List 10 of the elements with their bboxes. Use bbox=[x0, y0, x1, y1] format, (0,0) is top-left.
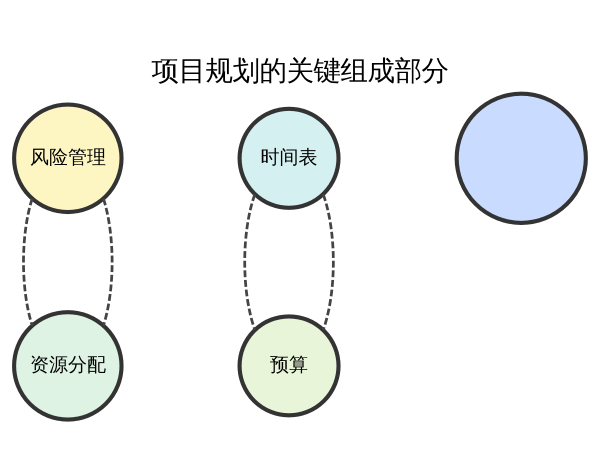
connector bbox=[243, 194, 256, 330]
node-circle: 预算 bbox=[238, 314, 341, 418]
node-circle: 时间表 bbox=[238, 106, 341, 210]
connector bbox=[22, 198, 34, 326]
node-circle: 资源分配 bbox=[12, 310, 124, 422]
node-circle bbox=[454, 92, 588, 225]
node-circle: 风险管理 bbox=[12, 102, 124, 214]
connector bbox=[102, 198, 114, 326]
diagram-title: 项目规划的关键组成部分 bbox=[151, 54, 448, 87]
connector bbox=[322, 194, 335, 330]
